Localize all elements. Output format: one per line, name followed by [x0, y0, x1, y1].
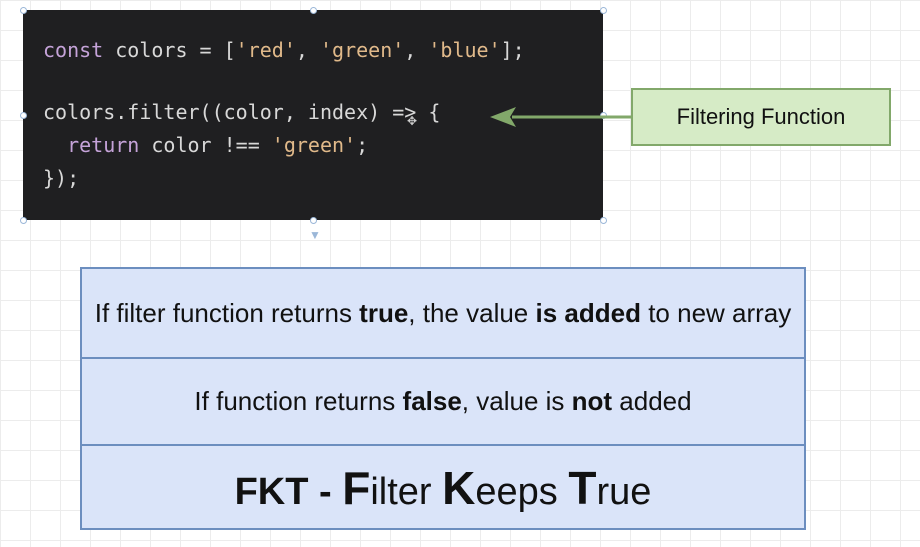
rule-true-row: If filter function returns true, the val…: [82, 269, 804, 357]
selection-handle[interactable]: [310, 217, 317, 224]
mnemonic-row: FKT - Filter Keeps True: [82, 444, 804, 530]
selection-handle[interactable]: [20, 7, 27, 14]
mnemonic-text: FKT - Filter Keeps True: [234, 462, 652, 514]
rule-true-text: If filter function returns true, the val…: [94, 298, 792, 328]
code-token: 'green': [319, 38, 405, 62]
code-token: colors = [: [103, 38, 236, 62]
code-token: 'green': [271, 133, 357, 157]
code-token: ];: [500, 38, 525, 62]
code-token: ,: [295, 38, 320, 62]
callout-label: Filtering Function: [676, 104, 846, 129]
filtering-function-callout[interactable]: Filtering Function: [631, 88, 891, 146]
code-token: const: [43, 38, 104, 62]
code-token: colors.filter((color, index) => {: [43, 100, 441, 124]
connection-arrow-down-icon: ▼: [309, 228, 321, 242]
code-line-2: colors.filter((color, index) => {: [43, 100, 440, 124]
code-token: 'blue': [428, 38, 501, 62]
rule-false-row: If function returns false, value is not …: [82, 357, 804, 444]
filter-rules-table[interactable]: If filter function returns true, the val…: [80, 267, 806, 530]
selection-handle[interactable]: [20, 112, 27, 119]
rule-false-text: If function returns false, value is not …: [194, 386, 692, 416]
selection-handle[interactable]: [20, 217, 27, 224]
selection-handle[interactable]: [310, 7, 317, 14]
code-line-3: return color !== 'green';: [43, 133, 368, 157]
code-token: ,: [404, 38, 429, 62]
code-token: return: [67, 133, 140, 157]
move-cursor-icon: ✥: [407, 114, 418, 128]
code-line-4: });: [43, 166, 79, 190]
code-line-1: const colors = ['red', 'green', 'blue'];: [43, 38, 525, 62]
code-token: 'red': [235, 38, 296, 62]
selection-handle[interactable]: [600, 7, 607, 14]
code-token: color !==: [139, 133, 272, 157]
code-token: ;: [356, 133, 369, 157]
selection-handle[interactable]: [600, 217, 607, 224]
code-token: });: [43, 166, 80, 190]
